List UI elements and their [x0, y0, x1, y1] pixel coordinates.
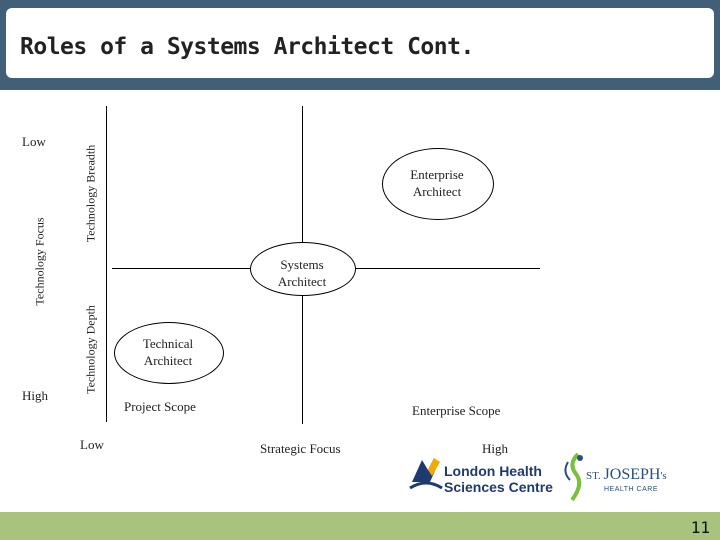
page-number: 11 — [690, 518, 710, 537]
footer-bar — [0, 512, 720, 540]
lhsc-logo-line2: Sciences Centre — [444, 479, 553, 495]
st-josephs-suffix: 's — [660, 470, 667, 482]
y-axis-low-label: Low — [22, 134, 46, 149]
st-josephs-logo: ST. JOSEPH's HEALTH CARE — [560, 450, 690, 508]
x-axis-label-strategic-focus: Strategic Focus — [260, 441, 341, 456]
slide-title: Roles of a Systems Architect Cont. — [20, 34, 474, 60]
diagram-left-axis-line — [106, 106, 107, 422]
x-axis-low-label: Low — [80, 437, 104, 452]
title-box — [6, 8, 714, 78]
enterprise-scope-label: Enterprise Scope — [412, 403, 501, 418]
lhsc-emblem-icon — [409, 458, 443, 490]
st-josephs-prefix: ST. — [586, 470, 604, 482]
node-enterprise-architect-label: Enterprise Architect — [410, 167, 464, 199]
node-technical-architect — [114, 322, 224, 384]
y-axis-label-technology-focus: Technology Focus — [32, 217, 47, 306]
node-enterprise-architect — [382, 148, 494, 220]
node-technical-architect-label: Technical Architect — [142, 336, 194, 368]
st-josephs-figure-icon — [564, 452, 583, 502]
node-systems-architect-label: Systems Architect — [277, 257, 327, 289]
lhsc-logo-line1: London Health — [444, 463, 542, 479]
header-bar — [0, 0, 720, 90]
y-axis-label-technology-depth: Technology Depth — [83, 305, 98, 394]
x-axis-high-label: High — [482, 441, 508, 456]
y-axis-high-label: High — [22, 388, 48, 403]
project-scope-label: Project Scope — [124, 399, 196, 414]
st-josephs-name: JOSEPH — [603, 466, 661, 483]
y-axis-label-technology-breadth: Technology Breadth — [83, 144, 98, 243]
st-josephs-subtitle: HEALTH CARE — [604, 486, 658, 493]
node-systems-architect — [250, 242, 356, 296]
lhsc-logo: London Health Sciences Centre — [408, 452, 558, 504]
